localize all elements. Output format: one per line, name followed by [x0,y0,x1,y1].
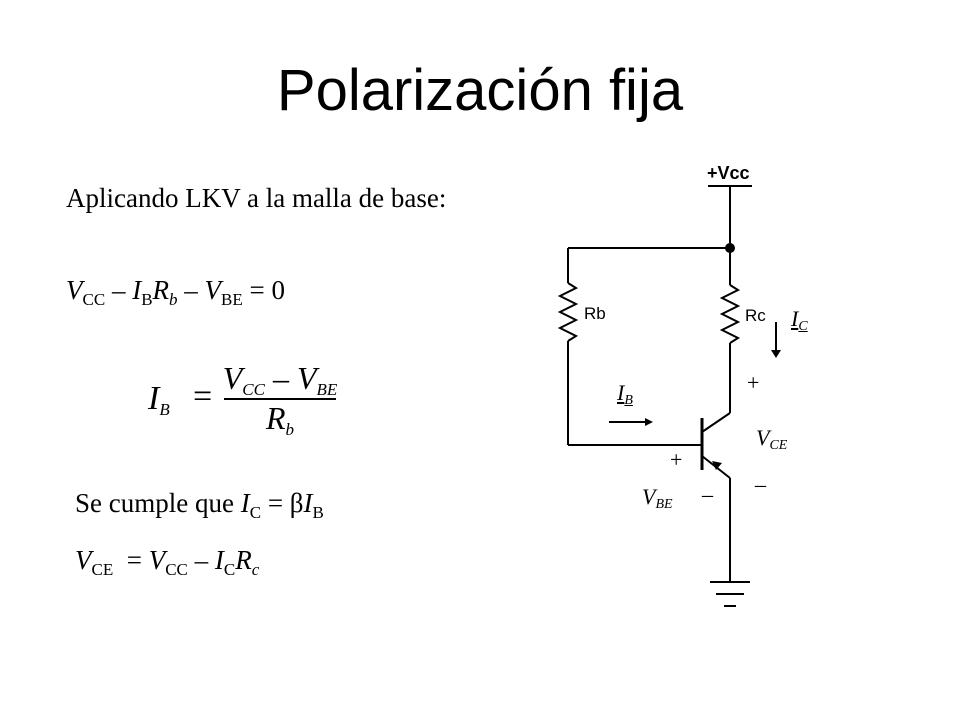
eq-symbol: I [240,488,250,518]
eq-subscript: b [169,290,178,309]
num-symbol: V [222,360,243,396]
eq-symbol: I [214,545,224,575]
eq-symbol: V [204,275,222,305]
eq-operator: – [187,545,215,575]
eq-operator: = [261,488,290,518]
vbe-plus: + [670,447,683,472]
formula-numerator: VCC – VBE [220,360,340,400]
den-subscript: b [285,420,295,439]
eq-symbol: V [148,545,166,575]
eq-subscript: C [249,503,262,522]
rc-label: Rc [745,306,766,325]
eq-symbol: I [303,488,313,518]
beta-symbol: β [289,488,304,518]
vbe-label-sub: BE [655,497,673,512]
formula-denominator: Rb [220,400,340,440]
rb-resistor [557,282,579,342]
ib-arrowhead [645,418,653,426]
vbe-label-main: V [642,484,656,509]
formula-lhs-subscript: B [159,400,170,419]
eq-symbol: R [152,275,170,305]
vbe-minus: _ [702,474,713,499]
ic-label-main: I [791,306,799,331]
eq-subscript: CC [165,560,188,579]
relation-text: Se cumple que [75,488,241,518]
eq-subscript: B [312,503,324,522]
den-symbol: R [265,400,286,436]
eq-symbol: V [66,275,83,305]
vce-equation: VCE = VCC – ICRc [75,540,259,590]
formula-lhs: IB [148,380,170,420]
num-subscript: BE [316,380,338,399]
kvl-intro-text: Aplicando LKV a la malla de base: [66,183,447,213]
eq-subscript: CC [82,290,106,309]
eq-symbol: R [235,545,252,575]
ib-label-sub: B [624,393,633,408]
rc-resistor [719,284,741,344]
eq-subscript: c [251,560,260,579]
eq-operator: – [177,275,205,305]
eq-operator: – [105,275,133,305]
kvl-equation: VCC – IBRb – VBE = 0 [66,270,285,320]
eq-subscript: CE [91,560,114,579]
eq-result: = 0 [242,275,285,305]
ic-label-sub: C [798,319,808,334]
eq-subscript: B [141,290,153,309]
ic-relation: Se cumple que IC = βIB [75,483,324,533]
ib-label-main: I [617,380,625,405]
eq-symbol: I [132,275,142,305]
rb-label: Rb [584,304,606,323]
vce-label: VCE [756,425,787,454]
junction-node [725,243,735,253]
ic-arrowhead [771,350,781,358]
formula-equals: = [193,378,213,415]
num-symbol: V [296,360,317,396]
num-subscript: CC [242,380,265,399]
fraction-bar [224,398,336,400]
num-minus: – [264,360,297,396]
vbe-label: VBE [642,484,673,513]
eq-subscript: C [223,560,236,579]
emitter-arrowhead [712,461,722,470]
ic-label: IC [791,306,808,335]
eq-operator: = [113,545,149,575]
eq-symbol: V [75,545,92,575]
ib-label: IB [617,380,633,409]
ib-formula: IB = VCC – VBE Rb [148,360,348,440]
vce-minus: _ [755,464,766,489]
eq-subscript: BE [221,290,243,309]
vce-label-main: V [756,425,770,450]
formula-lhs-symbol: I [148,380,160,417]
vcc-label: +Vcc [707,163,750,183]
vce-label-sub: CE [769,438,788,453]
slide-title: Polarización fija [276,58,684,123]
transistor-collector [701,412,731,433]
vce-plus: + [747,370,760,395]
